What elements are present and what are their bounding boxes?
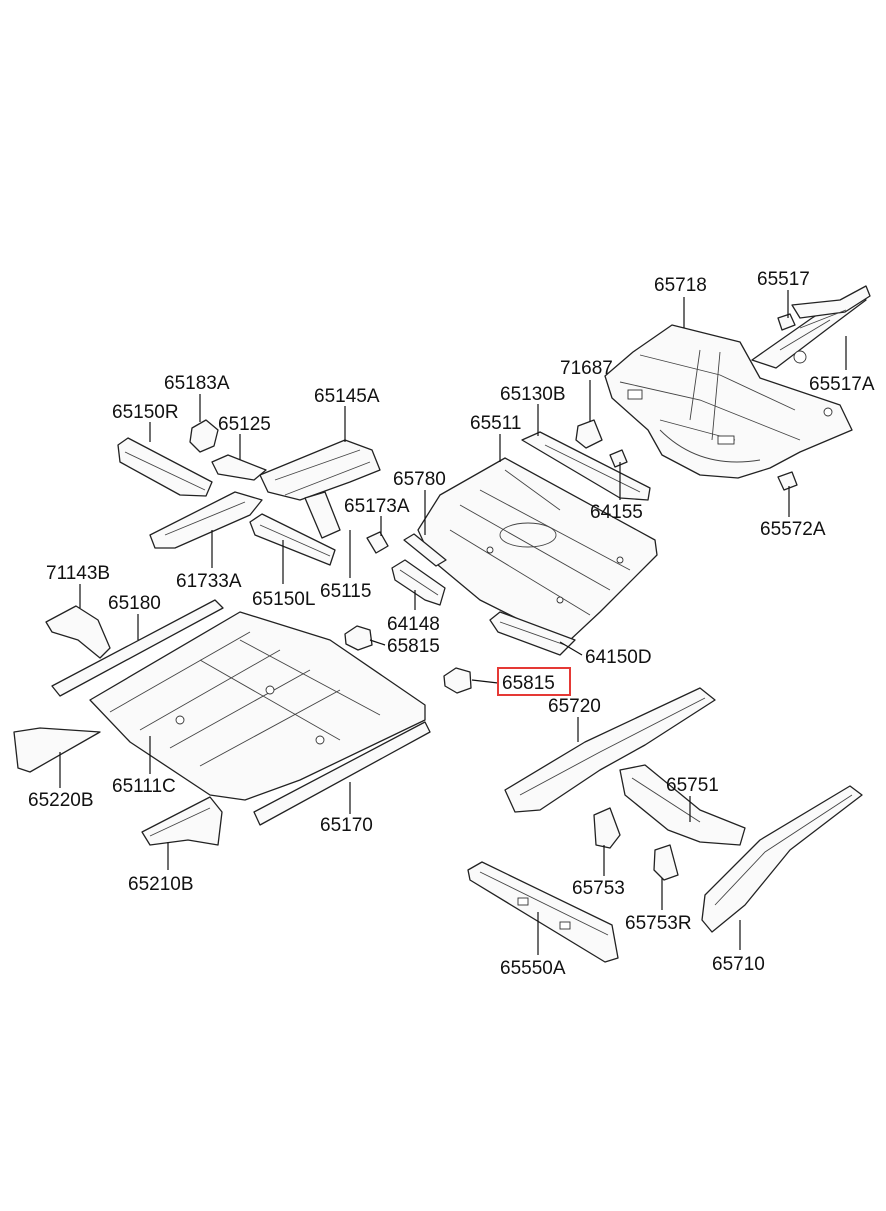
label-65125[interactable]: 65125 bbox=[218, 414, 271, 435]
part-65173a-bracket[interactable] bbox=[366, 531, 389, 554]
part-65125-bracket[interactable] bbox=[211, 454, 267, 481]
label-65718[interactable]: 65718 bbox=[654, 275, 707, 296]
label-65180[interactable]: 65180 bbox=[108, 593, 161, 614]
label-65753[interactable]: 65753 bbox=[572, 878, 625, 899]
highlight-box bbox=[497, 667, 571, 696]
label-65710[interactable]: 65710 bbox=[712, 954, 765, 975]
label-65550a[interactable]: 65550A bbox=[500, 958, 566, 979]
label-65572a[interactable]: 65572A bbox=[760, 519, 826, 540]
part-64148-reinforcement[interactable] bbox=[391, 559, 446, 606]
part-65111c-front-floor[interactable] bbox=[89, 611, 426, 801]
part-65718-rear-floor-pan[interactable] bbox=[604, 324, 853, 479]
part-65753-bracket[interactable] bbox=[593, 807, 621, 849]
label-64155[interactable]: 64155 bbox=[590, 502, 643, 523]
label-65173a[interactable]: 65173A bbox=[344, 496, 410, 517]
part-65115-bracket[interactable] bbox=[304, 491, 341, 539]
part-65517-bracket[interactable] bbox=[777, 313, 796, 331]
label-65170[interactable]: 65170 bbox=[320, 815, 373, 836]
label-65815-highlighted[interactable]: 65815 bbox=[502, 673, 555, 694]
label-64148[interactable]: 64148 bbox=[387, 614, 440, 635]
part-65780-member[interactable] bbox=[403, 533, 447, 567]
label-65210b[interactable]: 65210B bbox=[128, 874, 194, 895]
part-65710-side-member[interactable] bbox=[701, 785, 863, 933]
part-64150d-reinforcement[interactable] bbox=[489, 611, 576, 656]
part-61733a-crossmember[interactable] bbox=[149, 491, 263, 549]
label-65815-upper[interactable]: 65815 bbox=[387, 636, 440, 657]
part-labels: 65718 65517 65517A 71687 65130B 65511 65… bbox=[28, 269, 875, 979]
part-65150l-side-member[interactable] bbox=[249, 513, 336, 566]
label-65780[interactable]: 65780 bbox=[393, 469, 446, 490]
label-65753r[interactable]: 65753R bbox=[625, 913, 692, 934]
label-64150d[interactable]: 64150D bbox=[585, 647, 652, 668]
leader-lines bbox=[59, 290, 847, 955]
label-65511[interactable]: 65511 bbox=[470, 413, 521, 434]
label-65517a[interactable]: 65517A bbox=[809, 374, 875, 395]
part-65210b-member[interactable] bbox=[141, 796, 223, 846]
label-65220b[interactable]: 65220B bbox=[28, 790, 94, 811]
label-65150l[interactable]: 65150L bbox=[252, 589, 315, 610]
label-71143b[interactable]: 71143B bbox=[46, 563, 110, 584]
part-65815-bracket-highlighted[interactable] bbox=[443, 667, 472, 694]
part-65517a-crossmember[interactable] bbox=[751, 285, 871, 369]
part-65130b-crossmember[interactable] bbox=[521, 431, 651, 501]
part-71143b-bracket[interactable] bbox=[45, 605, 111, 659]
part-65170-side-sill[interactable] bbox=[253, 721, 431, 826]
part-65220b-member[interactable] bbox=[13, 727, 101, 773]
part-65145a-crossmember[interactable] bbox=[259, 439, 381, 501]
label-65751[interactable]: 65751 bbox=[666, 775, 719, 796]
part-71687-bracket[interactable] bbox=[575, 419, 603, 449]
part-65572a-bracket[interactable] bbox=[777, 471, 798, 491]
part-65550a-crossmember[interactable] bbox=[467, 861, 619, 963]
label-65720[interactable]: 65720 bbox=[548, 696, 601, 717]
part-65753r-bracket[interactable] bbox=[653, 844, 679, 881]
label-65517[interactable]: 65517 bbox=[757, 269, 810, 290]
part-65183a-bracket[interactable] bbox=[189, 419, 219, 453]
part-65815-bracket-upper[interactable] bbox=[344, 625, 373, 651]
part-65180-floor-member[interactable] bbox=[51, 599, 224, 697]
label-65115[interactable]: 65115 bbox=[320, 581, 371, 602]
part-65720-rear-side-member[interactable] bbox=[504, 687, 716, 813]
label-71687[interactable]: 71687 bbox=[560, 358, 613, 379]
label-61733a[interactable]: 61733A bbox=[176, 571, 242, 592]
part-64155-bracket[interactable] bbox=[609, 449, 628, 468]
label-65145a[interactable]: 65145A bbox=[314, 386, 380, 407]
label-65130b[interactable]: 65130B bbox=[500, 384, 566, 405]
label-65183a[interactable]: 65183A bbox=[164, 373, 230, 394]
part-65150r-side-member[interactable] bbox=[117, 437, 213, 497]
part-65751-bracket[interactable] bbox=[619, 764, 746, 846]
label-65150r[interactable]: 65150R bbox=[112, 402, 179, 423]
label-65111c[interactable]: 65111C bbox=[112, 776, 176, 797]
